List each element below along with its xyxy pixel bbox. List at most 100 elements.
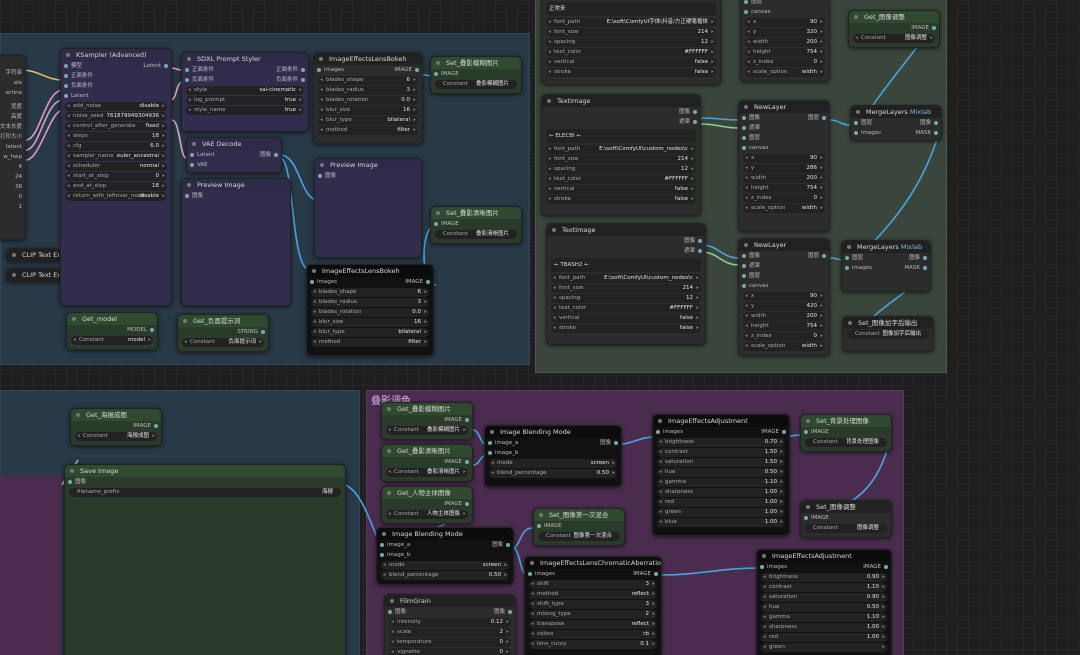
input-dot[interactable] (488, 440, 492, 445)
input-dot[interactable] (64, 93, 68, 98)
output-dot[interactable] (932, 25, 936, 30)
input-dot[interactable] (64, 63, 68, 68)
widget-x[interactable]: x90 (743, 154, 825, 163)
input-dot[interactable] (68, 479, 72, 484)
input-dot[interactable] (64, 73, 68, 78)
input-dot[interactable] (742, 273, 746, 278)
output-dot[interactable] (261, 329, 265, 334)
output-dot[interactable] (150, 327, 154, 332)
preview-image-node[interactable]: Preview Image 图像 (314, 158, 422, 258)
input-dot[interactable] (744, 9, 748, 14)
input-dot[interactable] (190, 162, 194, 167)
input-dot[interactable] (434, 221, 438, 226)
input-dot[interactable] (804, 515, 808, 520)
widget-text-color[interactable]: text_color#FFFFFF (546, 175, 696, 184)
input-dot[interactable] (744, 0, 748, 4)
output-dot[interactable] (934, 130, 938, 135)
image-blending-node[interactable]: Image Blending Mode image_a图像 image_b mo… (376, 527, 514, 585)
output-dot[interactable] (822, 253, 826, 258)
input-dot[interactable] (845, 255, 849, 260)
output-dot[interactable] (698, 238, 702, 243)
output-dot[interactable] (465, 459, 469, 464)
output-dot[interactable] (693, 109, 697, 114)
output-dot[interactable] (465, 417, 469, 422)
output-dot[interactable] (884, 564, 888, 569)
output-dot[interactable] (693, 119, 697, 124)
input-dot[interactable] (380, 542, 384, 547)
output-dot[interactable] (822, 115, 826, 120)
input-dot[interactable] (854, 120, 858, 125)
output-dot[interactable] (506, 542, 510, 547)
input-dot[interactable] (854, 130, 858, 135)
text-input[interactable]: ← ELECBI ← (546, 129, 696, 143)
output-dot[interactable] (154, 423, 158, 428)
output-dot[interactable] (465, 501, 469, 506)
input-dot[interactable] (185, 193, 189, 198)
output-dot[interactable] (274, 152, 278, 157)
widget-text-color[interactable]: text_color#FFFFFF (546, 48, 716, 57)
output-dot[interactable] (923, 255, 927, 260)
text-image-node[interactable]: TextImage 图像 遮罩 ← ELECBI ← font_pathE:\s… (541, 94, 701, 216)
left-partial-node[interactable]: 字符串 ale ertine 宽度 高度 文本长度 打印大小 latent w_… (0, 55, 26, 240)
output-dot[interactable] (934, 120, 938, 125)
input-dot[interactable] (845, 265, 849, 270)
output-dot[interactable] (923, 265, 927, 270)
widget-green[interactable]: green (761, 643, 887, 652)
